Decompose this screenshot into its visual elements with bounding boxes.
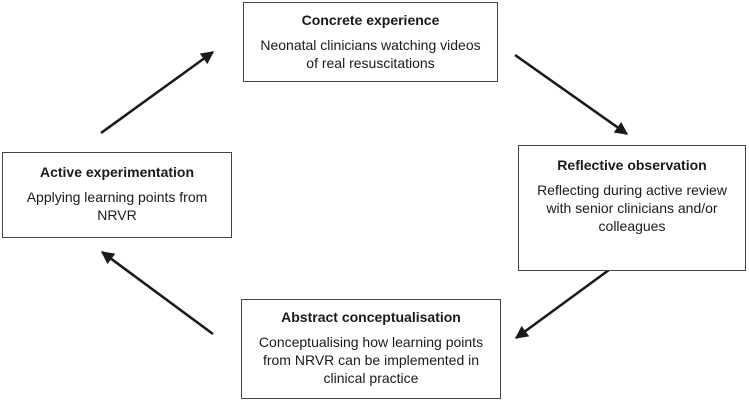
abstract-conceptualisation-line: Conceptualising how learning points (258, 334, 484, 350)
reflective-observation-line: colleagues (598, 218, 666, 234)
arrow-active-to-concrete (100, 50, 215, 135)
arrow-abstract-to-active (100, 250, 214, 336)
abstract-conceptualisation-box: Abstract conceptualisation Conceptualisi… (241, 299, 501, 399)
reflective-observation-line: with senior clinicians and/or (546, 200, 718, 216)
concrete-experience-line: Neonatal clinicians watching videos (260, 37, 481, 53)
concrete-experience-box: Concrete experience Neonatal clinicians … (243, 2, 498, 82)
reflective-observation-text: Reflecting during active review with sen… (537, 181, 727, 235)
concrete-experience-title: Concrete experience (301, 12, 440, 28)
abstract-conceptualisation-title: Abstract conceptualisation (281, 309, 461, 325)
active-experimentation-line: NRVR (97, 207, 137, 223)
reflective-observation-line: Reflecting during active review (537, 182, 727, 198)
active-experimentation-line: Applying learning points from (26, 189, 208, 205)
active-experimentation-title: Active experimentation (39, 164, 195, 180)
reflective-observation-box: Reflective observation Reflecting during… (518, 145, 746, 271)
active-experimentation-text: Applying learning points from NRVR (27, 188, 208, 224)
concrete-experience-line: of real resuscitations (306, 55, 435, 71)
abstract-conceptualisation-text: Conceptualising how learning points from… (259, 333, 483, 387)
concrete-experience-text: Neonatal clinicians watching videos of r… (260, 36, 480, 72)
active-experimentation-box: Active experimentation Applying learning… (2, 152, 232, 238)
arrow-concrete-to-reflective (514, 53, 629, 136)
reflective-observation-title: Reflective observation (557, 157, 707, 173)
abstract-conceptualisation-line: from NRVR can be implemented in (262, 352, 480, 368)
abstract-conceptualisation-line: clinical practice (323, 370, 419, 386)
